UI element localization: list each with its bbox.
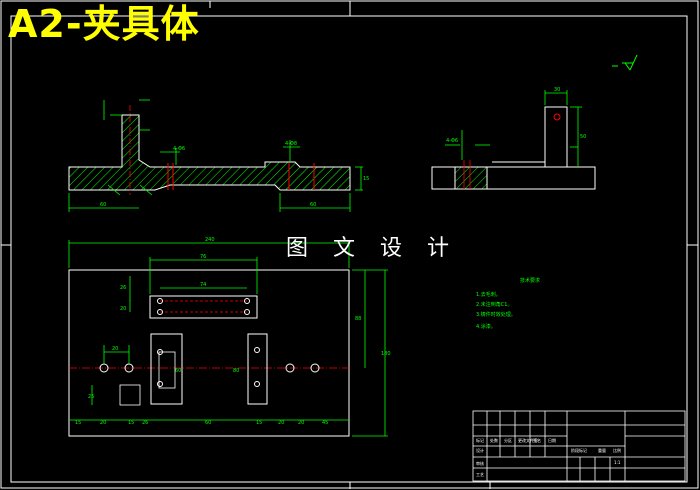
svg-text:分区: 分区 — [504, 437, 512, 443]
svg-text:15: 15 — [75, 420, 81, 426]
svg-text:30: 30 — [554, 87, 560, 93]
svg-text:76: 76 — [200, 254, 206, 260]
svg-text:签名: 签名 — [533, 437, 541, 443]
svg-text:1:1: 1:1 — [614, 460, 621, 465]
svg-text:80: 80 — [233, 368, 239, 374]
svg-text:20: 20 — [100, 420, 106, 426]
svg-text:标记: 标记 — [476, 437, 484, 443]
svg-text:74: 74 — [200, 282, 206, 288]
svg-text:比例: 比例 — [613, 447, 621, 453]
svg-text:60: 60 — [175, 368, 181, 374]
side-section-view: 30 50 4-Φ6 — [431, 87, 596, 190]
svg-text:20: 20 — [278, 420, 284, 426]
svg-text:60: 60 — [205, 420, 211, 426]
svg-text:处数: 处数 — [490, 437, 498, 443]
svg-text:20: 20 — [112, 346, 118, 352]
svg-text:日期: 日期 — [548, 437, 556, 443]
svg-text:1.去毛刺。: 1.去毛刺。 — [476, 291, 501, 298]
svg-text:15: 15 — [363, 176, 369, 182]
svg-text:设计: 设计 — [476, 447, 484, 453]
svg-text:4-Φ8: 4-Φ8 — [285, 141, 297, 147]
svg-text:26: 26 — [120, 285, 126, 291]
svg-text:3.铸件时效处理。: 3.铸件时效处理。 — [476, 311, 516, 318]
svg-text:88: 88 — [355, 316, 361, 322]
svg-text:4.涂漆。: 4.涂漆。 — [476, 323, 496, 330]
svg-text:60: 60 — [100, 202, 106, 208]
svg-text:阶段标记: 阶段标记 — [571, 447, 587, 453]
front-section-view: 60 60 15 4-Φ6 4-Φ8 — [68, 99, 369, 212]
svg-text:240: 240 — [205, 237, 215, 243]
svg-text:4-Φ6: 4-Φ6 — [446, 138, 458, 144]
svg-text:50: 50 — [580, 134, 586, 140]
drawing-title: A2-夹具体 — [8, 2, 200, 46]
svg-text:技术要求: 技术要求 — [520, 277, 540, 284]
svg-text:工艺: 工艺 — [476, 472, 484, 477]
svg-text:20: 20 — [120, 306, 126, 312]
svg-text:20: 20 — [298, 420, 304, 426]
svg-text:审核: 审核 — [476, 460, 484, 466]
svg-text:25: 25 — [88, 394, 94, 400]
title-block — [472, 410, 686, 482]
svg-text:60: 60 — [310, 202, 316, 208]
watermark-text: 图 文 设 计 — [286, 236, 458, 261]
svg-text:15: 15 — [256, 420, 262, 426]
technical-notes: 技术要求 1.去毛刺。 2.未注倒角C1。 3.铸件时效处理。 4.涂漆。 — [476, 277, 540, 330]
svg-text:4-Φ6: 4-Φ6 — [173, 146, 185, 152]
title-block-text: 标记 处数 分区 更改文件号 签名 日期 设计 审核 工艺 阶段标记 重量 比例… — [476, 437, 621, 477]
svg-text:2.未注倒角C1。: 2.未注倒角C1。 — [476, 301, 512, 308]
plan-view: 240 76 74 180 88 26 20 20 25 60 80 60 15… — [68, 237, 391, 437]
svg-text:45: 45 — [322, 420, 328, 426]
svg-text:更改文件号: 更改文件号 — [518, 437, 538, 443]
surface-roughness-symbol — [612, 54, 638, 71]
svg-text:重量: 重量 — [598, 447, 606, 453]
inner-frame — [10, 15, 688, 483]
svg-text:15: 15 — [128, 420, 134, 426]
svg-text:26: 26 — [142, 420, 148, 426]
svg-text:180: 180 — [381, 351, 391, 357]
